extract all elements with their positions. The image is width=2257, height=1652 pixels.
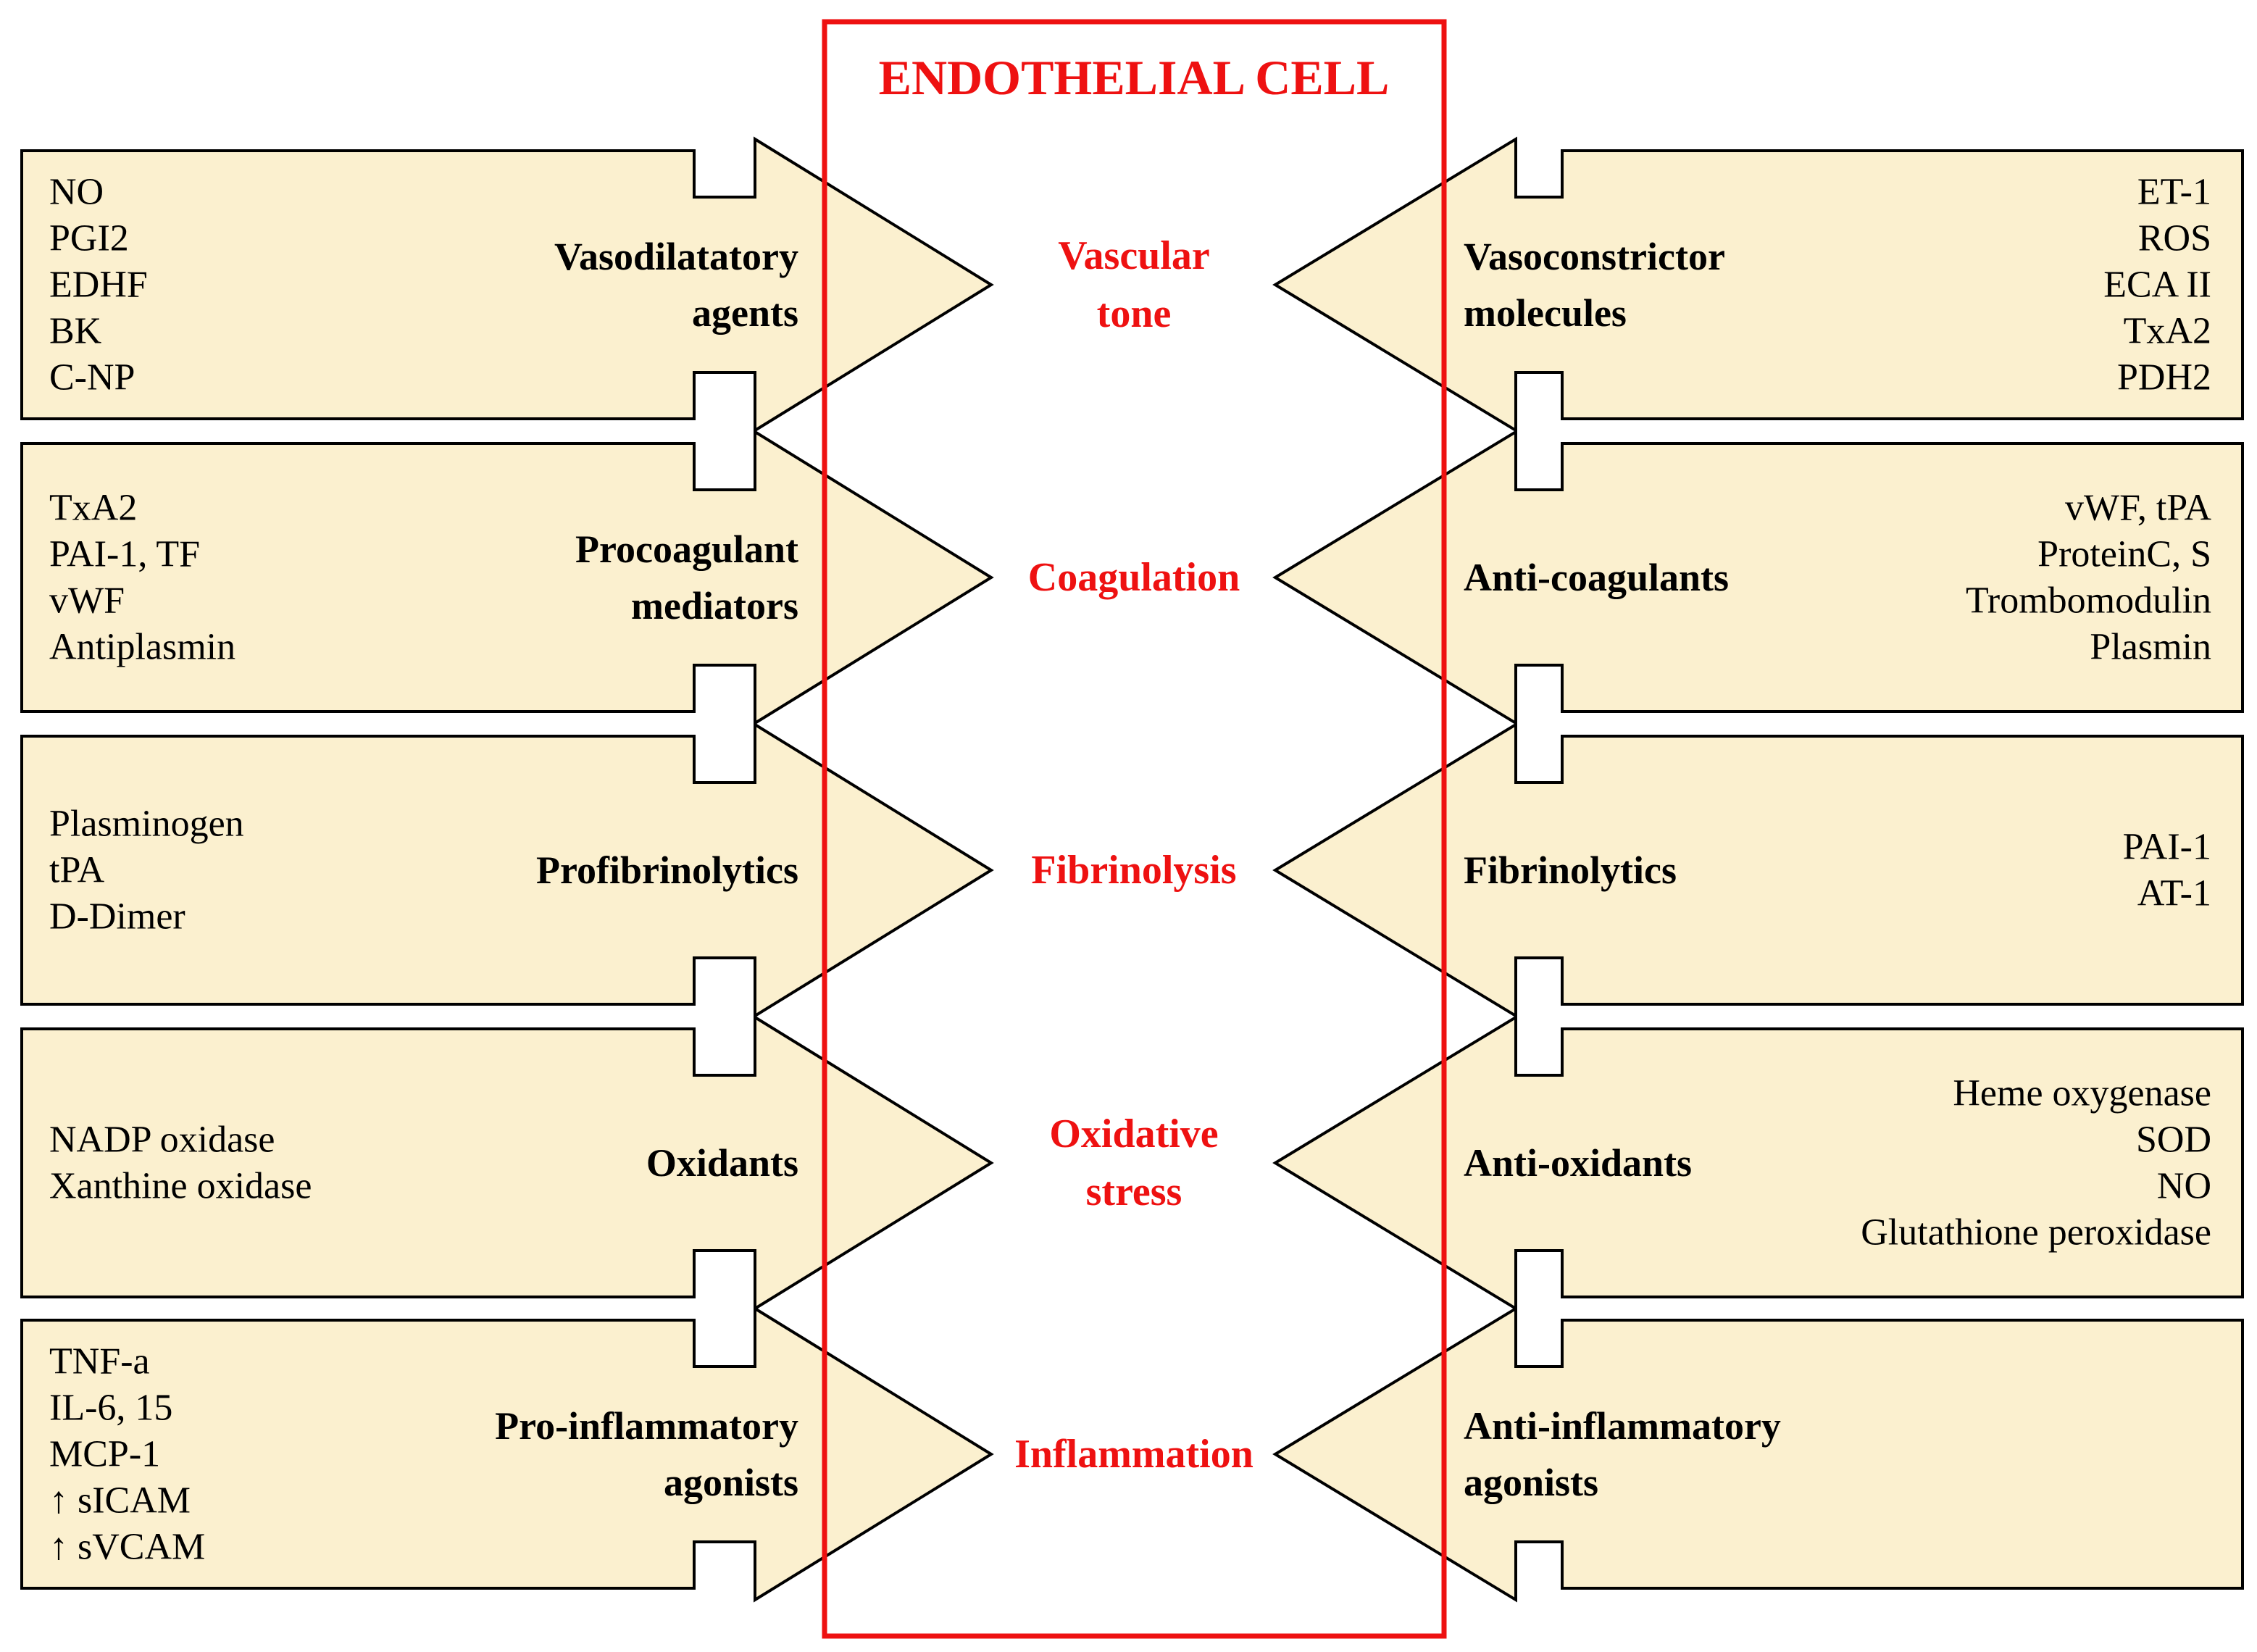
right-item: NO bbox=[2157, 1166, 2211, 1207]
left-arrow-shape bbox=[20, 1014, 994, 1311]
right-category: Vasoconstrictor bbox=[1464, 235, 1725, 278]
right-arrow-shape bbox=[1272, 1014, 2244, 1311]
right-item: Heme oxygenase bbox=[1953, 1073, 2211, 1114]
process-label: Oxidative bbox=[1049, 1111, 1218, 1156]
right-arrow-shape bbox=[1272, 429, 2244, 726]
right-arrow-shape bbox=[1272, 1306, 2244, 1603]
right-item: PAI-1 bbox=[2123, 827, 2211, 868]
process-label: Inflammation bbox=[1014, 1432, 1253, 1477]
left-category: Procoagulant bbox=[575, 527, 798, 571]
left-arrow-shape bbox=[20, 429, 994, 726]
left-category: Profibrinolytics bbox=[536, 848, 798, 892]
right-item: SOD bbox=[2136, 1119, 2211, 1161]
left-item: Xanthine oxidase bbox=[49, 1166, 312, 1207]
right-category: Anti-inflammatory bbox=[1464, 1404, 1781, 1448]
left-item: ↑ sICAM bbox=[49, 1480, 191, 1522]
right-category: Anti-oxidants bbox=[1464, 1141, 1692, 1185]
right-arrow-shape bbox=[1272, 722, 2244, 1019]
left-category: Oxidants bbox=[646, 1141, 798, 1185]
left-item: NADP oxidase bbox=[49, 1119, 275, 1161]
left-item: EDHF bbox=[49, 264, 148, 306]
right-category: Fibrinolytics bbox=[1464, 848, 1677, 892]
endothelial-cell-frame bbox=[822, 19, 1447, 1639]
left-item: TNF-a bbox=[49, 1341, 150, 1382]
process-label: Fibrinolysis bbox=[1031, 848, 1236, 893]
right-item: ProteinC, S bbox=[2037, 534, 2211, 575]
process-label: tone bbox=[1097, 291, 1172, 336]
left-category: agonists bbox=[664, 1461, 798, 1504]
process-label: stress bbox=[1086, 1169, 1182, 1214]
left-item: NO bbox=[49, 172, 104, 213]
right-item: TxA2 bbox=[2124, 311, 2211, 352]
left-item: PAI-1, TF bbox=[49, 534, 200, 575]
right-item: PDH2 bbox=[2117, 357, 2211, 399]
left-item: Antiplasmin bbox=[49, 627, 235, 668]
left-item: D-Dimer bbox=[49, 896, 185, 938]
right-category: Anti-coagulants bbox=[1464, 556, 1729, 599]
right-category: molecules bbox=[1464, 291, 1627, 335]
right-category: agonists bbox=[1464, 1461, 1598, 1504]
right-item: ROS bbox=[2138, 218, 2211, 259]
right-arrow-shape bbox=[1272, 136, 2244, 433]
right-item: Glutathione peroxidase bbox=[1861, 1212, 2211, 1253]
right-item: ET-1 bbox=[2137, 172, 2211, 213]
process-label: Coagulation bbox=[1028, 555, 1240, 600]
left-arrow-shape bbox=[20, 136, 994, 433]
arrows-layer bbox=[20, 136, 2244, 1603]
left-arrow-shape bbox=[20, 1306, 994, 1603]
right-item: AT-1 bbox=[2137, 873, 2211, 914]
left-item: Plasminogen bbox=[49, 804, 244, 845]
left-item: MCP-1 bbox=[49, 1434, 160, 1475]
left-item: ↑ sVCAM bbox=[49, 1527, 205, 1568]
left-category: Vasodilatatory bbox=[554, 235, 798, 278]
right-item: vWF, tPA bbox=[2065, 488, 2211, 529]
left-item: PGI2 bbox=[49, 218, 129, 259]
left-category: Pro-inflammatory bbox=[495, 1404, 798, 1448]
left-item: C-NP bbox=[49, 357, 135, 399]
right-item: Plasmin bbox=[2090, 627, 2211, 668]
left-item: tPA bbox=[49, 850, 105, 891]
right-item: Trombomodulin bbox=[1966, 580, 2211, 622]
left-item: TxA2 bbox=[49, 488, 137, 529]
left-item: vWF bbox=[49, 580, 125, 622]
left-item: BK bbox=[49, 311, 102, 352]
left-item: IL-6, 15 bbox=[49, 1388, 172, 1429]
process-label: Vascular bbox=[1058, 233, 1210, 278]
right-item: ECA II bbox=[2103, 264, 2211, 306]
left-arrow-shape bbox=[20, 722, 994, 1019]
left-category: mediators bbox=[631, 584, 798, 627]
diagram-title: ENDOTHELIAL CELL bbox=[879, 50, 1390, 105]
left-category: agents bbox=[692, 291, 798, 335]
